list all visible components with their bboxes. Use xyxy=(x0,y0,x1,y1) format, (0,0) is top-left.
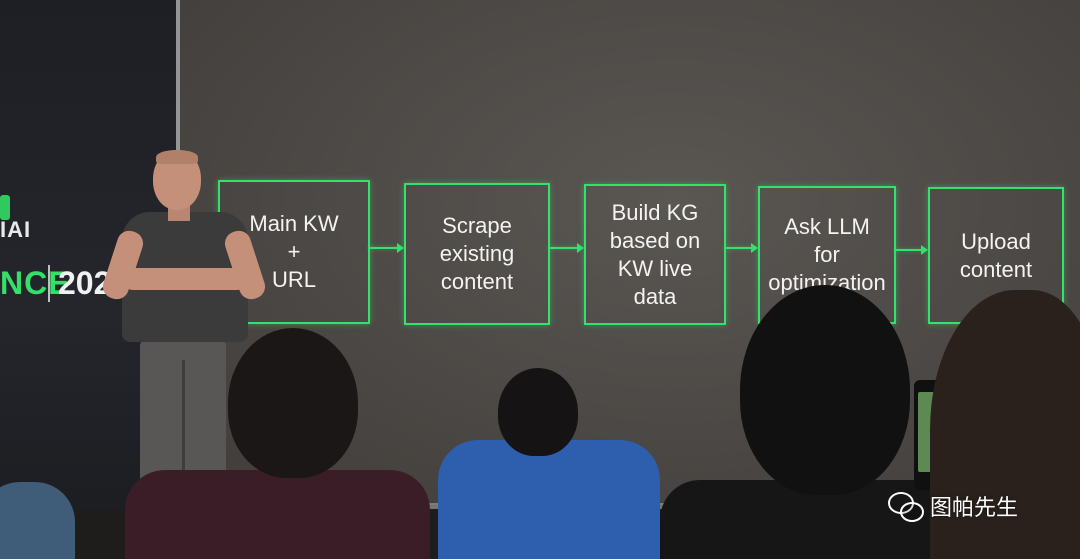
watermark-text: 图帕先生 xyxy=(930,496,1019,521)
event-banner-line2: NCE xyxy=(0,265,71,301)
flow-step-2: Scrape existing content xyxy=(404,183,550,325)
event-banner-line1: IAI xyxy=(0,217,32,242)
wechat-icon xyxy=(888,492,924,522)
audience-member-3-head xyxy=(740,285,910,495)
audience-member-2-head xyxy=(498,368,578,456)
flow-arrow-4 xyxy=(894,245,928,255)
speaker-leg-split xyxy=(182,360,185,510)
audience-member-left-edge xyxy=(0,482,75,559)
audience-member-1-head xyxy=(228,328,358,478)
speaker xyxy=(99,150,269,520)
flow-step-4: Ask LLM for optimization xyxy=(758,186,896,324)
audience-member-4-head xyxy=(930,290,1080,559)
flow-step-3: Build KG based on KW live data xyxy=(584,184,726,325)
watermark: 图帕先生 xyxy=(888,490,1018,522)
flow-step-5: Upload content xyxy=(928,187,1064,324)
speaker-hands xyxy=(122,268,248,290)
flow-arrow-2 xyxy=(548,243,584,253)
audience-member-1-body xyxy=(125,470,430,559)
audience-member-2-body xyxy=(438,440,660,559)
speaker-hair xyxy=(156,150,198,164)
event-logo-mark xyxy=(0,195,10,220)
flow-arrow-3 xyxy=(724,243,758,253)
flow-arrow-1 xyxy=(368,243,404,253)
